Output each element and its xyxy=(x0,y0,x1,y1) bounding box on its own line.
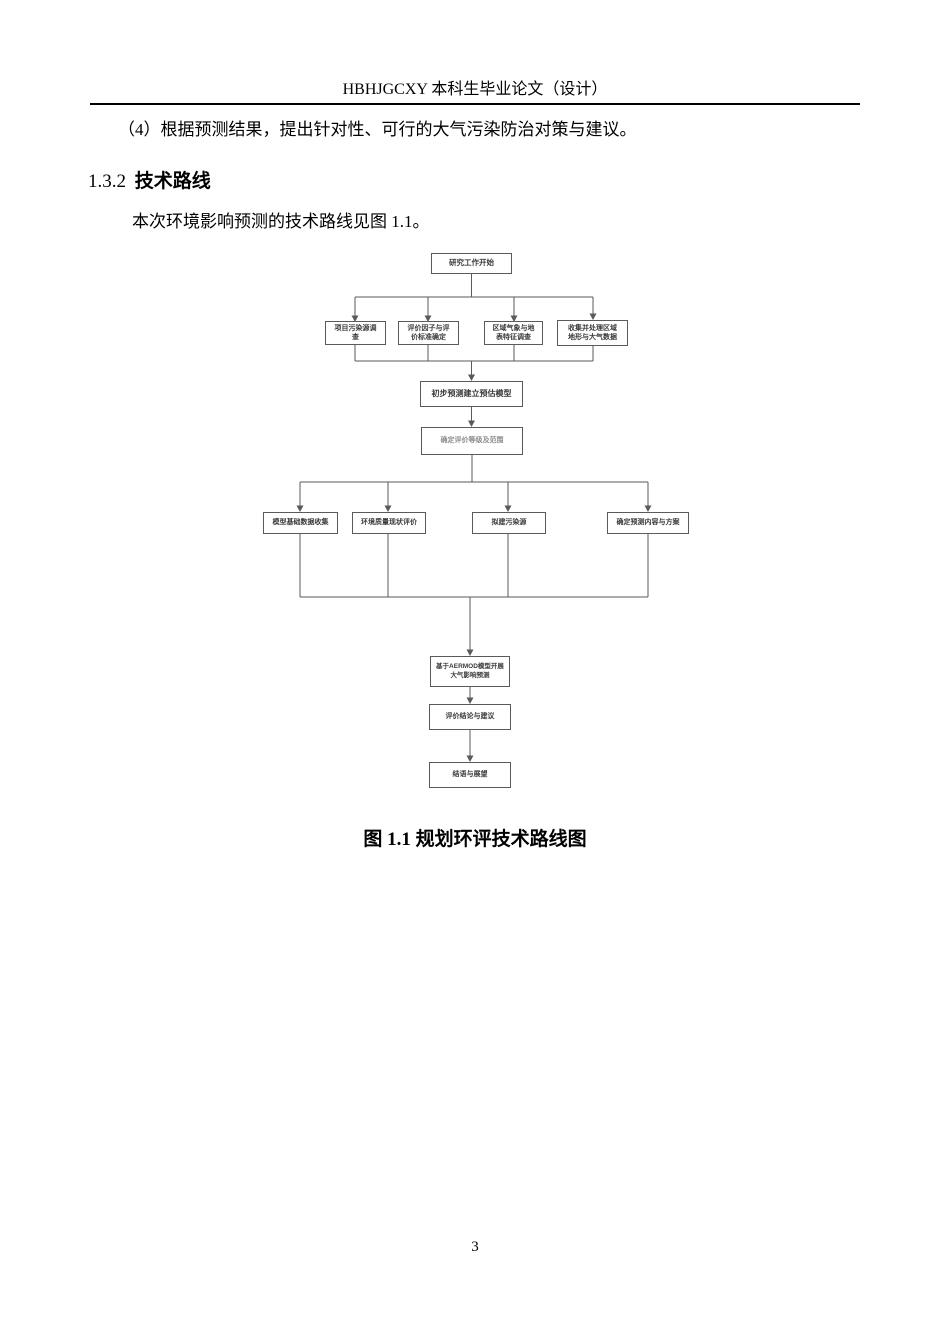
flow-node-factors-standards: 评价因子与评 价标准确定 xyxy=(398,321,459,345)
flow-node-preliminary-model: 初步预测建立预估模型 xyxy=(420,381,523,407)
header-title: HBHJGCXY 本科生毕业论文（设计） xyxy=(342,81,608,98)
paragraph-item4: （4）根据预测结果，提出针对性、可行的大气污染防治对策与建议。 xyxy=(118,120,637,139)
header-rule xyxy=(90,103,860,105)
flow-node-proposed-sources: 拟建污染源 xyxy=(472,512,546,534)
page-number: 3 xyxy=(471,1239,479,1255)
flow-node-grade-scope: 确定评价等级及范围 xyxy=(421,427,523,455)
section-number: 1.3.2 xyxy=(88,171,126,192)
flow-node-conclusion: 评价结论与建议 xyxy=(429,704,511,730)
flow-node-prediction-plan: 确定预测内容与方案 xyxy=(607,512,689,534)
flow-node-outlook: 结语与展望 xyxy=(429,762,511,788)
flow-node-survey-pollution: 项目污染源调 查 xyxy=(325,321,386,345)
flow-node-quality-status: 环境质量现状评价 xyxy=(352,512,426,534)
section-title: 技术路线 xyxy=(134,171,211,192)
section-heading: 1.3.2 技术路线 xyxy=(88,170,211,194)
flow-node-collect-terrain: 收集并处理区域 地形与大气数据 xyxy=(557,320,628,346)
flow-node-start: 研究工作开始 xyxy=(431,253,512,274)
figure-caption: 图 1.1 规划环评技术路线图 xyxy=(363,829,587,850)
flow-node-base-data: 模型基础数据收集 xyxy=(263,512,338,534)
paragraph-intro: 本次环境影响预测的技术路线见图 1.1。 xyxy=(132,212,430,231)
flow-node-meteorology-surface: 区域气象与地 表特征调查 xyxy=(484,321,543,345)
flow-node-aermod: 基于AERMOD模型开展 大气影响预测 xyxy=(430,656,510,687)
